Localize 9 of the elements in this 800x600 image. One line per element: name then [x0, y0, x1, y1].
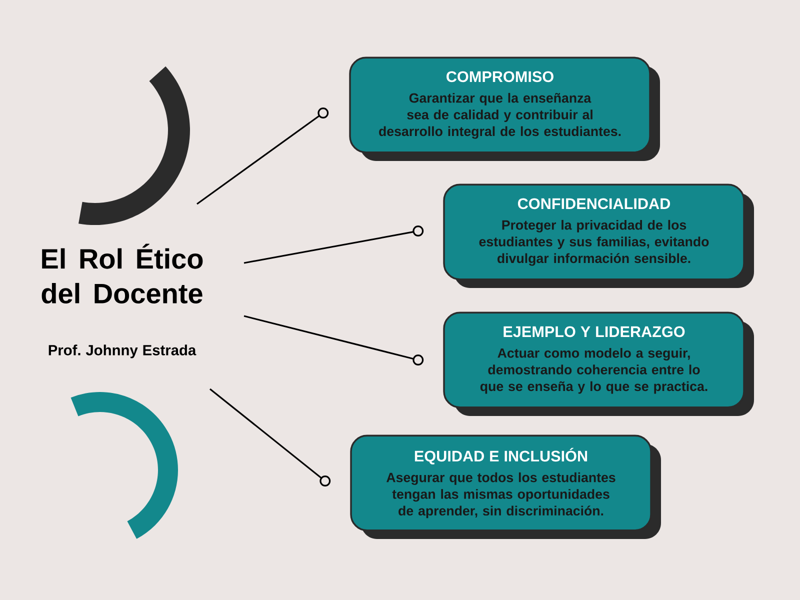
card: COMPROMISO Garantizar que la enseñanza sea de calidad y contribuir al desarrollo integral de los estudiantes.	[349, 56, 660, 161]
connector-line	[244, 226, 424, 264]
card: EJEMPLO Y LIDERAZGO Actuar como modelo a seguir, demostrando coherencia entre lo que se enseña y lo que se practica.	[443, 312, 754, 416]
connector-line	[210, 388, 331, 486]
connector-line	[196, 108, 329, 205]
title: El Rol Ético del Docente Prof. Johnny Estrada	[42, 244, 203, 358]
card: CONFIDENCIALIDAD Proteger la privacidad de los estudiantes y sus familias, evitando divulgar información sensible.	[443, 184, 754, 288]
connector-line	[244, 315, 424, 366]
card: EQUIDAD E INCLUSIÓN Asegurar que todos los estudiantes tengan las mismas oportunidades de aprender, sin discriminación.	[350, 434, 661, 539]
